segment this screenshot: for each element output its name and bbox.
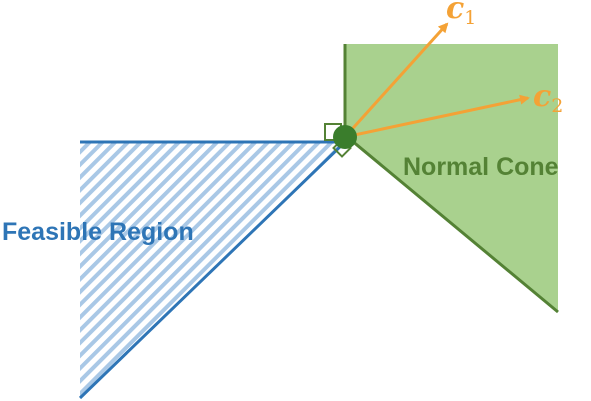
c2-letter: c <box>533 79 551 114</box>
c2-subscript: 2 <box>551 95 563 117</box>
feasible-region-label: Feasible Region <box>2 218 194 246</box>
c2-vector-arrow <box>344 94 530 139</box>
vertex-point <box>333 125 357 149</box>
normal-cone-region <box>345 44 558 312</box>
c1-letter: c <box>446 0 464 26</box>
c1-subscript: 1 <box>464 7 476 29</box>
c2-label: c2 <box>533 79 563 117</box>
c1-vector-arrow <box>343 22 449 139</box>
c1-label: c1 <box>446 0 476 29</box>
normal-cone-label: Normal Cone <box>403 153 559 181</box>
